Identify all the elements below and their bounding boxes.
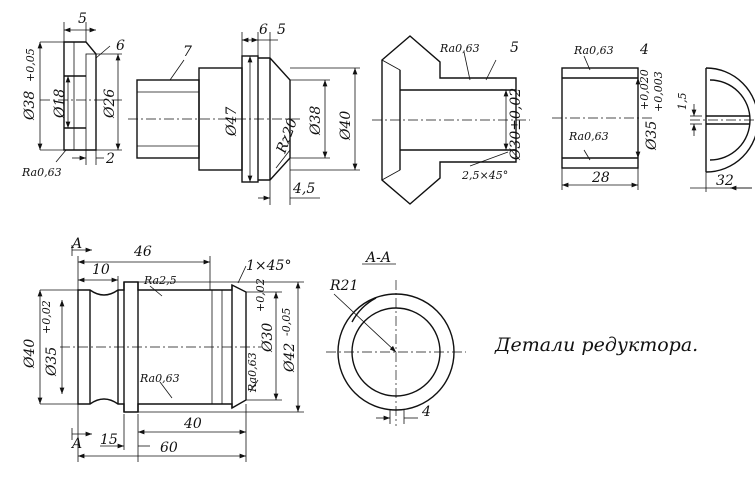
p6-tol-label: +0,05 — [24, 48, 37, 82]
sh-d42-tol-label: -0,05 — [280, 308, 293, 336]
shaft — [37, 245, 304, 462]
p5-d30-label: Ø30±0,02 — [508, 88, 524, 161]
section-r21-label: R21 — [329, 278, 358, 294]
p6-d38-label: Ø38 — [22, 91, 38, 121]
sh-40-label: 40 — [183, 416, 202, 432]
sh-ra25-label: Ra2,5 — [143, 274, 177, 287]
part-7 — [128, 32, 360, 205]
ring-32-label: 32 — [716, 173, 734, 189]
p7-number-label: 7 — [183, 44, 192, 60]
sh-d30-label: Ø30 — [260, 323, 276, 353]
p6-width-label: 5 — [78, 11, 87, 27]
section-4-label: 4 — [421, 404, 431, 420]
section-title-label: A-A — [364, 250, 391, 266]
p6-d18-label: Ø18 — [52, 89, 68, 119]
sh-ra63b-label: Ra0,63 — [246, 352, 259, 393]
sh-46-label: 46 — [133, 244, 152, 260]
p4-tol2-label: +0,003 — [652, 71, 665, 112]
p6-d26-label: Ø26 — [102, 89, 118, 119]
p4-number-label: 4 — [639, 42, 649, 58]
p7-d40-label: Ø40 — [338, 111, 354, 141]
sh-d35-tol-label: +0,02 — [40, 300, 53, 334]
ring-15-label: 1,5 — [676, 93, 689, 111]
p5-ra-label: Ra0,63 — [439, 42, 480, 55]
sh-A-top-label: A — [70, 236, 82, 252]
p4-ra1-label: Ra0,63 — [573, 44, 614, 57]
p4-28-label: 28 — [591, 170, 610, 186]
p5-number-label: 5 — [510, 40, 519, 56]
sh-A-bottom-label: A — [70, 436, 82, 452]
p7-45-label: 4,5 — [292, 181, 315, 197]
p6-number-label: 6 — [116, 38, 125, 54]
sh-d35-label: Ø35 — [44, 347, 60, 377]
part-6 — [37, 22, 122, 165]
sh-d40-label: Ø40 — [22, 339, 38, 369]
p6-ra-label: Ra0,63 — [21, 166, 62, 179]
sh-chamfer-label: 1×45° — [246, 258, 291, 274]
p7-d38-label: Ø38 — [308, 106, 324, 136]
split-ring — [690, 67, 755, 192]
p4-d35-label: Ø35 — [644, 121, 660, 151]
sh-15-label: 15 — [100, 432, 118, 448]
p7-a-label: 6 — [259, 22, 268, 38]
p7-d47-label: Ø47 — [224, 107, 240, 137]
p6-t2-label: 2 — [105, 151, 115, 167]
part-5 — [372, 35, 530, 205]
part-4 — [552, 55, 652, 190]
sh-60-label: 60 — [160, 440, 178, 456]
p7-rz-label: Rz20 — [273, 116, 301, 156]
p5-chamfer-label: 2,5×45° — [461, 169, 508, 182]
p4-ra2-label: Ra0,63 — [568, 130, 609, 143]
caption: Детали редуктора. — [495, 334, 699, 356]
p7-b-label: 5 — [277, 22, 286, 38]
sh-ra63a-label: Ra0,63 — [139, 372, 180, 385]
section-a-a — [326, 263, 466, 426]
p4-tol1-label: +0,020 — [638, 69, 651, 110]
sh-d42-label: Ø42 — [282, 343, 298, 373]
sh-10-label: 10 — [92, 262, 110, 278]
sh-d30-tol-label: +0,02 — [254, 278, 267, 312]
